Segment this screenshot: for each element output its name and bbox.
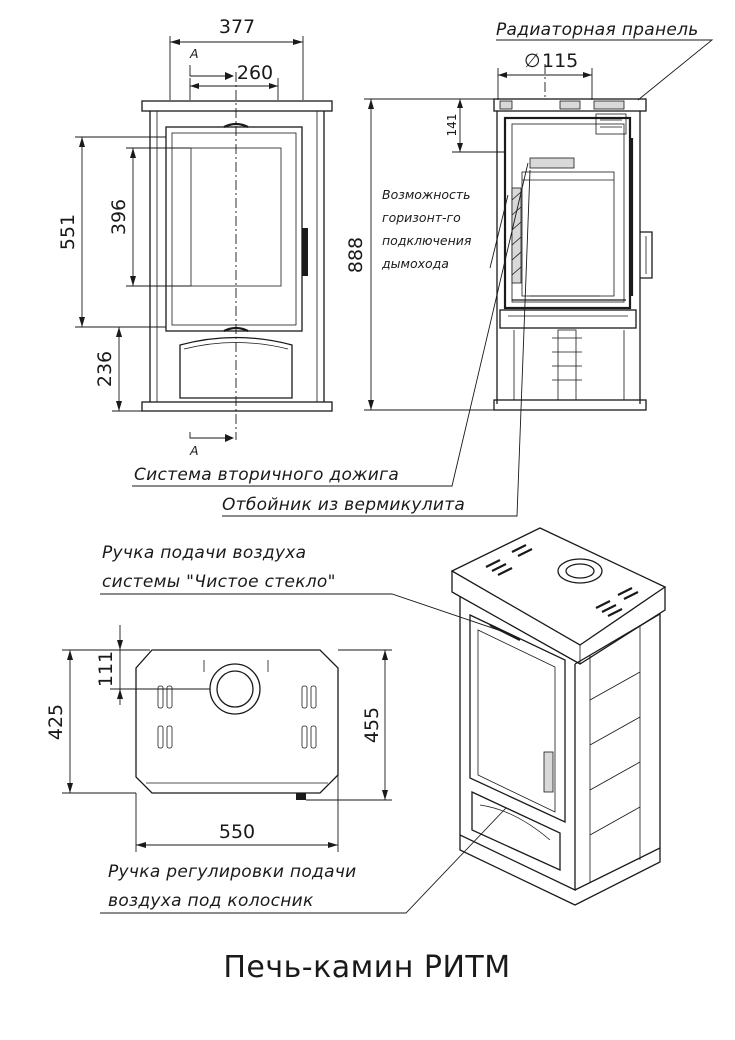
iso-side-tiles <box>589 671 641 836</box>
label-air-handle-line-2: системы "Чистое стекло" <box>102 572 336 592</box>
label-air-handle-line-1: Ручка подачи воздуха <box>102 543 306 563</box>
dim-260: 260 <box>237 62 273 84</box>
label-grate-handle-line-1: Ручка регулировки подачи <box>108 862 357 882</box>
dim-455: 455 <box>361 707 383 743</box>
dim-260-lines <box>189 78 279 100</box>
section-arrow-bottom <box>189 432 232 439</box>
front-side-inner <box>156 111 318 402</box>
front-ash-box <box>179 336 293 399</box>
leader-vermiculite <box>222 169 531 517</box>
iso-top <box>450 527 667 646</box>
leader-horizontal-connection <box>489 194 509 269</box>
iso-air-slider <box>489 624 521 641</box>
iso-side-face <box>574 612 661 891</box>
side-vermiculite <box>511 187 522 284</box>
iso-glass <box>477 629 556 813</box>
isometric-view <box>450 527 667 906</box>
leader-secondary-burning <box>132 162 529 487</box>
dim-551: 551 <box>57 214 79 250</box>
iso-base <box>459 835 661 906</box>
iso-top-vents <box>485 544 639 617</box>
callouts: Система вторичного дожига Отбойник из ве… <box>100 162 531 914</box>
dim-550-lines <box>135 775 339 852</box>
front-view: A A 377 260 551 396 236 <box>57 16 333 458</box>
iso-door <box>469 613 566 824</box>
label-radiator-panel: Радиаторная пранель <box>496 20 699 40</box>
side-baffle <box>529 157 575 169</box>
iso-flue <box>557 558 603 584</box>
front-door-handle <box>302 228 308 276</box>
front-air-slider-top <box>223 122 249 128</box>
side-ash-box <box>499 309 637 329</box>
dim-115-symbol: ∅ <box>524 50 541 72</box>
dim-236: 236 <box>94 351 116 387</box>
dim-141: 141 <box>445 114 459 137</box>
drawing-title: Печь-камин РИТМ <box>223 950 510 985</box>
dim-377-lines <box>169 36 304 100</box>
iso-handle <box>543 751 554 793</box>
dim-888: 888 <box>345 237 367 273</box>
side-section: ∅ 115 141 888 Радиаторная пранель Возмож… <box>345 20 714 411</box>
leader-radiator-panel <box>496 39 714 101</box>
dim-550: 550 <box>219 821 255 843</box>
side-handle <box>640 231 653 279</box>
iso-front-face <box>459 596 576 892</box>
plan-outline <box>135 649 339 794</box>
dim-888-lines <box>364 98 494 411</box>
leader-air-handle <box>100 593 511 635</box>
front-door-frame <box>171 132 297 326</box>
side-body-walls <box>496 111 641 404</box>
plan-view: 111 425 455 550 <box>45 625 392 852</box>
label-horiz-line-1: Возможность <box>382 187 471 202</box>
dim-455-lines <box>306 649 392 801</box>
side-base <box>493 399 647 411</box>
dim-236-lines <box>112 326 166 412</box>
side-pedestal <box>557 329 577 401</box>
label-secondary-burning: Система вторичного дожига <box>134 465 399 485</box>
side-firebox <box>503 116 632 310</box>
dim-425: 425 <box>45 704 67 740</box>
front-top-plate <box>141 100 333 112</box>
dim-396: 396 <box>108 199 130 235</box>
label-grate-handle-line-2: воздуха под колосник <box>108 891 314 911</box>
section-mark-bottom: A <box>189 443 199 458</box>
side-top-plate <box>493 98 647 112</box>
front-body-sides <box>149 111 325 402</box>
front-base <box>141 401 333 412</box>
plan-flue-inner <box>216 670 254 708</box>
dim-377: 377 <box>219 16 255 38</box>
iso-ash-opening <box>471 790 561 872</box>
dim-111: 111 <box>95 651 117 687</box>
leader-grate-handle <box>100 807 507 914</box>
plan-vents <box>157 685 317 749</box>
dim-111-lines <box>110 625 210 705</box>
dim-425-lines <box>62 649 136 794</box>
section-mark-top: A <box>189 46 199 61</box>
front-door <box>165 126 303 332</box>
section-arrow-top <box>189 65 232 77</box>
dim-115: 115 <box>542 50 578 72</box>
side-radiator-channel <box>595 113 627 135</box>
label-horiz-line-2: горизонт-го <box>382 210 461 225</box>
label-horiz-line-4: дымохода <box>381 256 449 271</box>
dim-115-lines <box>497 68 593 100</box>
label-horiz-line-3: подключения <box>382 233 472 248</box>
dim-396-lines <box>126 147 191 287</box>
label-vermiculite: Отбойник из вермикулита <box>222 495 465 515</box>
plan-grate-handle <box>296 793 306 800</box>
